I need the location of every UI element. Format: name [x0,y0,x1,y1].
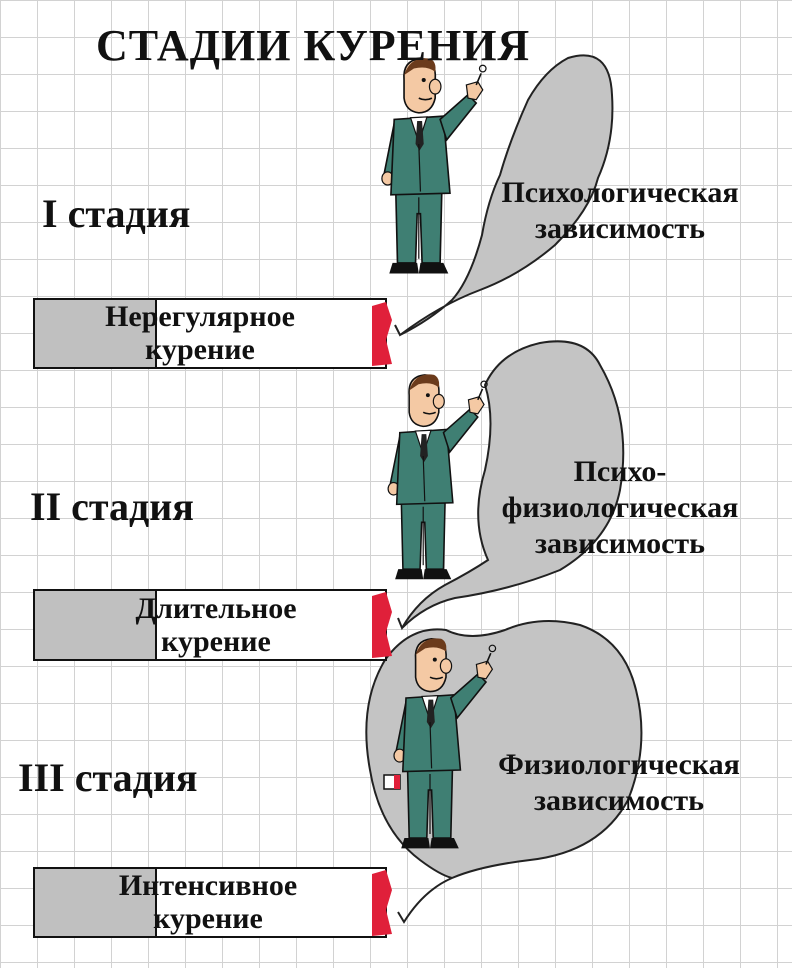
dependency-text-3: Физиологическая зависимость [464,747,774,819]
cigarette-line: Длительное [135,592,297,625]
dependency-line: Физиологическая [498,748,740,781]
cigarette-line: курение [153,902,263,935]
smoker-figure-3 [383,637,497,850]
dependency-text-2: Психо- физиологическая зависимость [470,454,770,562]
cigarette-2 [33,589,392,661]
diagram-title: СТАДИИ КУРЕНИЯ [96,21,531,70]
cigarette-line: Нерегулярное [105,300,295,333]
stage-1-label: I стадия [42,191,191,236]
dependency-line: Психо- [573,455,667,488]
cigarette-text-1: Нерегулярное курение [60,300,340,366]
cigarette-line: курение [161,625,271,658]
dependency-text-1: Психологическая зависимость [470,175,770,247]
cigarette-text-2: Длительное курение [76,592,356,658]
cigarette-text-3: Интенсивное курение [68,869,348,935]
stage-3-label: III стадия [18,755,198,800]
cigarette-3 [33,867,392,938]
dependency-line: зависимость [534,527,706,560]
dependency-line: зависимость [534,212,706,245]
stage-2-label: II стадия [30,484,194,529]
dependency-line: зависимость [533,784,705,817]
dependency-line: Психологическая [501,176,739,209]
cigarette-1 [33,298,392,369]
smoke-cloud-1 [394,54,614,337]
cigarette-line: Интенсивное [118,869,298,902]
dependency-line: физиологическая [501,491,739,524]
smoke-cloud-2 [397,340,625,631]
cigarette-line: курение [145,333,255,366]
